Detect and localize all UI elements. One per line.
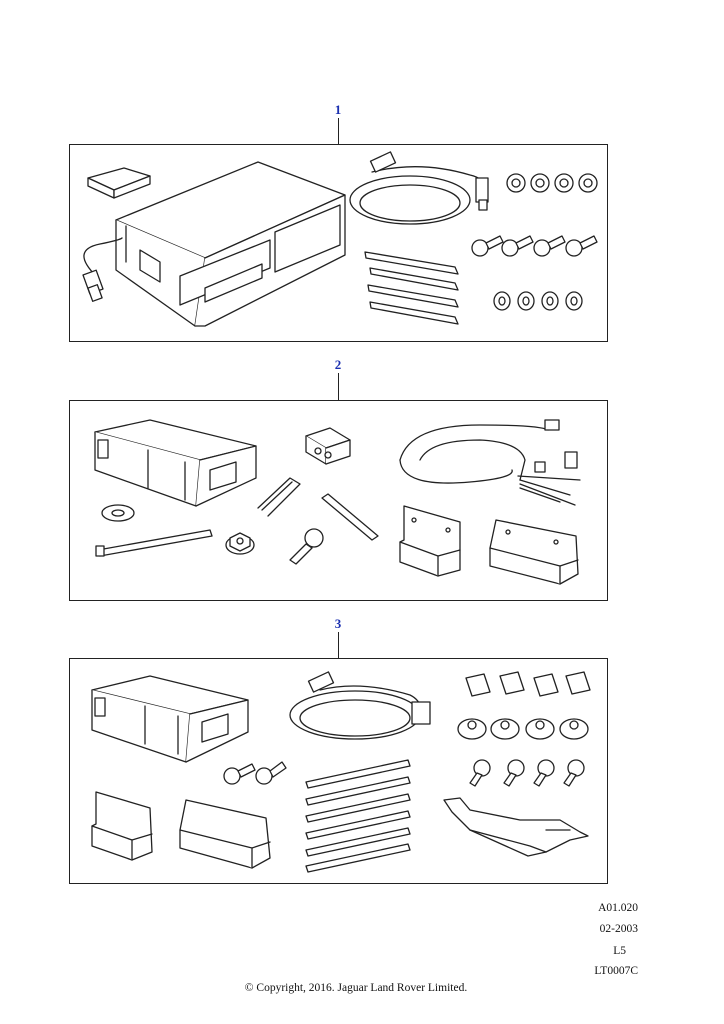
flange-nut (225, 532, 255, 555)
copyright-footer: © Copyright, 2016. Jaguar Land Rover Lim… (244, 982, 468, 994)
wiring-harness (399, 419, 581, 506)
pin (321, 493, 379, 541)
bolts (471, 235, 598, 257)
date-code: 02-2003 (599, 923, 638, 935)
bracket-left-3 (91, 791, 153, 861)
leader-line-3 (338, 632, 339, 658)
ref-code: A01.020 (598, 902, 638, 914)
screws (469, 759, 585, 787)
flange-nuts (457, 718, 589, 740)
cable-ties-3 (305, 759, 411, 873)
level-code: L5 (613, 945, 626, 957)
retaining-clip (257, 477, 301, 517)
cd-changer-unit (82, 161, 346, 327)
magazine-cartridge (87, 167, 151, 199)
cd-changer-unit-2 (94, 419, 257, 507)
bolts-3 (223, 761, 287, 785)
push-nuts (506, 173, 598, 193)
leader-line-2 (338, 373, 339, 400)
screw (289, 528, 324, 565)
callout-3: 3 (334, 616, 342, 631)
connector-block (305, 427, 351, 465)
bracket-left (399, 505, 461, 577)
cable-tie (95, 529, 213, 557)
callout-1: 1 (334, 102, 342, 117)
wiring-harness-3 (289, 671, 431, 740)
illustration-code: LT0007C (594, 965, 638, 977)
washer-2 (101, 504, 135, 522)
bracket-right-3 (179, 799, 271, 869)
mounting-plate (443, 797, 589, 857)
callout-2: 2 (334, 357, 342, 372)
washers (493, 291, 583, 311)
cable-ties (364, 251, 459, 325)
clip-nuts (465, 671, 591, 697)
harness-with-connectors (349, 151, 489, 225)
bracket-right (489, 519, 579, 585)
leader-line-1 (338, 118, 339, 144)
cd-changer-unit-3 (91, 675, 249, 763)
